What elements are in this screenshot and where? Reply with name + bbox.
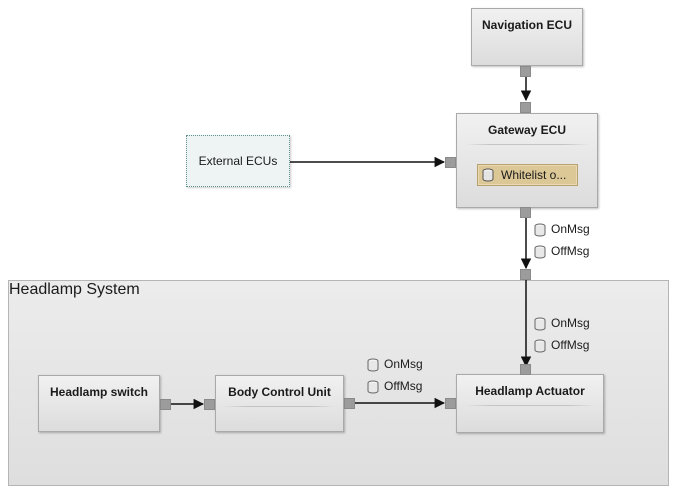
- message-item: OffMsg: [534, 338, 590, 353]
- message-item: OnMsg: [534, 222, 590, 237]
- body-control-unit-out-port[interactable]: [344, 398, 355, 409]
- message-label: OffMsg: [551, 337, 590, 352]
- database-cylinder-icon: [367, 358, 379, 372]
- message-item: OnMsg: [534, 316, 590, 331]
- database-cylinder-icon: [534, 223, 546, 237]
- external-ecus-block[interactable]: External ECUs: [186, 135, 290, 187]
- body-control-unit-title: Body Control Unit: [228, 385, 331, 399]
- message-label: OffMsg: [551, 243, 590, 258]
- external-ecus-label: External ECUs: [198, 154, 278, 168]
- database-cylinder-icon: [367, 380, 379, 394]
- gateway-ecu-out-port[interactable]: [520, 207, 531, 218]
- headlamp-system-in-port[interactable]: [520, 269, 531, 280]
- navigation-ecu-out-port[interactable]: [520, 66, 531, 77]
- message-list-gateway-out: OnMsg OffMsg: [534, 222, 590, 259]
- database-cylinder-icon: [534, 245, 546, 259]
- gateway-ecu-divider: [465, 144, 589, 145]
- message-label: OnMsg: [551, 316, 590, 330]
- gateway-ecu-in-port-top[interactable]: [520, 102, 531, 113]
- headlamp-actuator-in-port-left[interactable]: [445, 398, 456, 409]
- headlamp-actuator-in-port-top[interactable]: [520, 364, 531, 375]
- body-control-unit-divider: [224, 406, 335, 407]
- message-item: OffMsg: [534, 244, 590, 259]
- database-cylinder-icon: [482, 168, 494, 182]
- database-cylinder-icon: [534, 317, 546, 331]
- body-control-unit-in-port[interactable]: [204, 399, 215, 410]
- headlamp-switch-block[interactable]: Headlamp switch: [38, 375, 160, 432]
- headlamp-actuator-title: Headlamp Actuator: [475, 384, 585, 398]
- body-control-unit-block[interactable]: Body Control Unit: [215, 375, 344, 432]
- message-item: OnMsg: [367, 357, 423, 372]
- gateway-ecu-in-port-left[interactable]: [445, 157, 456, 168]
- whitelist-chip[interactable]: Whitelist o...: [477, 164, 578, 186]
- headlamp-switch-out-port[interactable]: [160, 399, 171, 410]
- message-label: OnMsg: [551, 222, 590, 236]
- gateway-ecu-title: Gateway ECU: [487, 123, 567, 137]
- gateway-ecu-block[interactable]: Gateway ECU: [456, 113, 598, 208]
- headlamp-actuator-block[interactable]: Headlamp Actuator: [456, 374, 604, 433]
- navigation-ecu-block[interactable]: Navigation ECU: [471, 8, 583, 66]
- whitelist-label: Whitelist o...: [501, 168, 567, 182]
- headlamp-system-title: Headlamp System: [9, 281, 140, 298]
- message-item: OffMsg: [367, 379, 423, 394]
- message-label: OffMsg: [384, 378, 423, 393]
- headlamp-actuator-divider: [465, 405, 595, 406]
- headlamp-switch-title: Headlamp switch: [49, 385, 149, 399]
- message-list-system-in: OnMsg OffMsg: [534, 316, 590, 353]
- navigation-ecu-title: Navigation ECU: [481, 18, 572, 32]
- message-list-bcu-out: OnMsg OffMsg: [367, 357, 423, 394]
- database-cylinder-icon: [534, 339, 546, 353]
- message-label: OnMsg: [384, 357, 423, 371]
